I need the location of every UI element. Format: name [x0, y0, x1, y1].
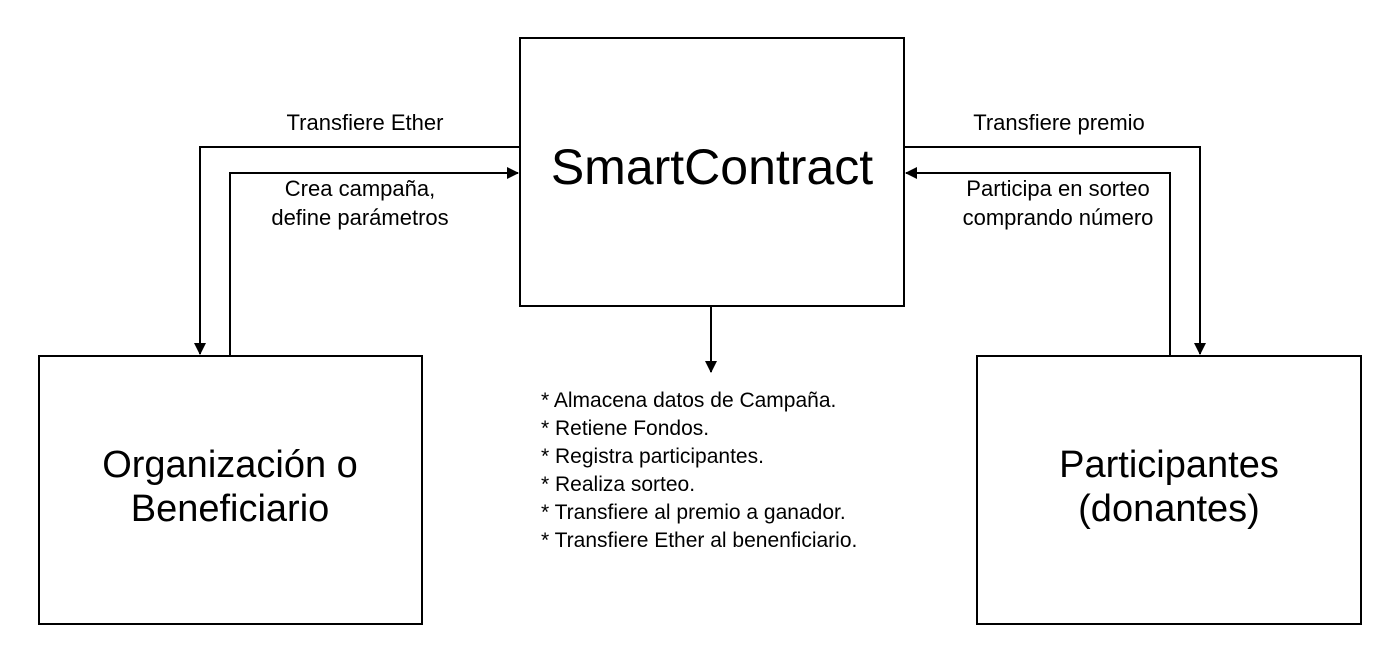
edge-participa-sorteo: Participa en sorteo comprando número	[905, 167, 1171, 356]
responsibility-item: * Almacena datos de Campaña.	[541, 389, 836, 412]
edge-transfiere-ether-line	[194, 146, 520, 355]
edge-participa-sorteo-line	[905, 167, 1171, 356]
edge-participa-sorteo-label-line1: Participa en sorteo	[966, 176, 1149, 201]
responsibility-item: * Realiza sorteo.	[541, 473, 695, 496]
responsibility-item: * Retiene Fondos.	[541, 417, 709, 440]
responsibilities-list: * Almacena datos de Campaña. * Retiene F…	[541, 389, 857, 552]
smart-contract-node: SmartContract	[519, 37, 905, 307]
organizacion-box	[38, 355, 423, 625]
participantes-title-line2: (donantes)	[1078, 488, 1260, 530]
edge-transfiere-ether-label: Transfiere Ether	[287, 110, 444, 135]
responsibility-item: * Transfiere Ether al benenficiario.	[541, 529, 857, 552]
edge-crea-campana-label-line2: define parámetros	[271, 205, 448, 230]
participantes-node: Participantes (donantes)	[976, 355, 1362, 625]
organizacion-node: Organización o Beneficiario	[38, 355, 423, 625]
edge-crea-campana-line	[229, 167, 519, 356]
smart-contract-title: SmartContract	[551, 139, 873, 195]
edge-participa-sorteo-label-line2: comprando número	[963, 205, 1154, 230]
organizacion-title-line2: Beneficiario	[131, 488, 330, 530]
responsibility-item: * Registra participantes.	[541, 445, 764, 468]
organizacion-title-line1: Organización o	[102, 444, 358, 486]
participantes-title-line1: Participantes	[1059, 444, 1279, 486]
edge-transfiere-premio-label: Transfiere premio	[973, 110, 1145, 135]
responsibility-item: * Transfiere al premio a ganador.	[541, 501, 846, 524]
smart-contract-box	[519, 37, 905, 307]
edge-transfiere-ether: Transfiere Ether	[194, 110, 520, 355]
edge-transfiere-premio: Transfiere premio	[904, 110, 1206, 355]
edge-crea-campana-label-line1: Crea campaña,	[285, 176, 435, 201]
edge-transfiere-premio-line	[904, 146, 1206, 355]
edge-crea-campana: Crea campaña, define parámetros	[229, 167, 519, 356]
